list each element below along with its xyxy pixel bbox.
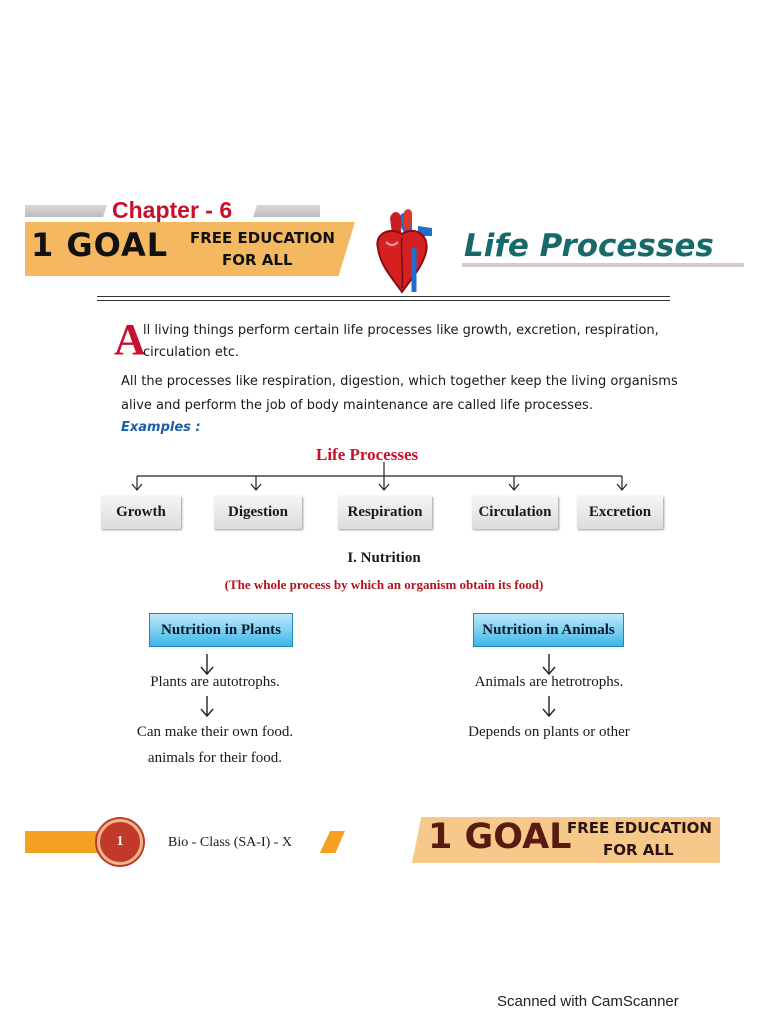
animals-line-2: Depends on plants or other — [468, 724, 630, 740]
body-line: All the processes like respiration, dige… — [121, 374, 678, 389]
nutrition-arrows — [200, 654, 556, 718]
body-line: alive and perform the job of body mainte… — [121, 398, 593, 413]
nutrition-plants-box: Nutrition in Plants — [149, 613, 293, 647]
footer-goal-tagline-line2: FOR ALL — [603, 841, 674, 859]
page-title: Life Processes — [464, 228, 714, 264]
divider-rule — [97, 300, 670, 301]
heart-icon — [376, 209, 432, 294]
footer-class-label: Bio - Class (SA-I) - X — [168, 835, 293, 850]
plants-line-3: animals for their food. — [147, 750, 283, 766]
goal-logo-text: 1 GOAL — [31, 226, 169, 264]
section-subtitle: (The whole process by which an organism … — [224, 577, 544, 592]
process-box-respiration: Respiration — [338, 496, 432, 529]
goal-tagline-line2: FOR ALL — [222, 251, 293, 269]
chapter-label: Chapter - 6 — [112, 197, 233, 223]
plants-line-1: Plants are autotrophs. — [150, 674, 280, 690]
goal-tagline-line1: FREE EDUCATION — [190, 229, 335, 247]
page-number-badge: 1 — [97, 819, 143, 865]
footer-goal-tagline-line1: FREE EDUCATION — [567, 819, 712, 837]
footer-goal-logo-text: 1 GOAL — [428, 817, 572, 857]
diagram-title: Life Processes — [316, 445, 419, 464]
footer-goal-banner — [412, 817, 720, 863]
process-box-digestion: Digestion — [214, 496, 302, 529]
process-box-excretion: Excretion — [577, 496, 663, 529]
plants-line-2: Can make their own food. — [136, 724, 294, 740]
page-number: 1 — [116, 834, 124, 849]
goal-banner — [25, 222, 355, 276]
scanner-watermark: Scanned with CamScanner — [497, 993, 679, 1010]
animals-line-1: Animals are hetrotrophs. — [474, 674, 624, 690]
examples-label: Examples : — [121, 420, 201, 435]
section-title: I. Nutrition — [347, 550, 421, 566]
process-box-circulation: Circulation — [472, 496, 558, 529]
nutrition-animals-box: Nutrition in Animals — [473, 613, 624, 647]
dropcap-letter: A — [114, 315, 146, 364]
process-box-growth: Growth — [101, 496, 181, 529]
intro-line: circulation etc. — [143, 345, 240, 360]
divider-rule — [97, 296, 670, 297]
diagram-connectors — [131, 462, 628, 491]
title-underline — [462, 263, 744, 267]
intro-line: ll living things perform certain life pr… — [143, 323, 659, 338]
